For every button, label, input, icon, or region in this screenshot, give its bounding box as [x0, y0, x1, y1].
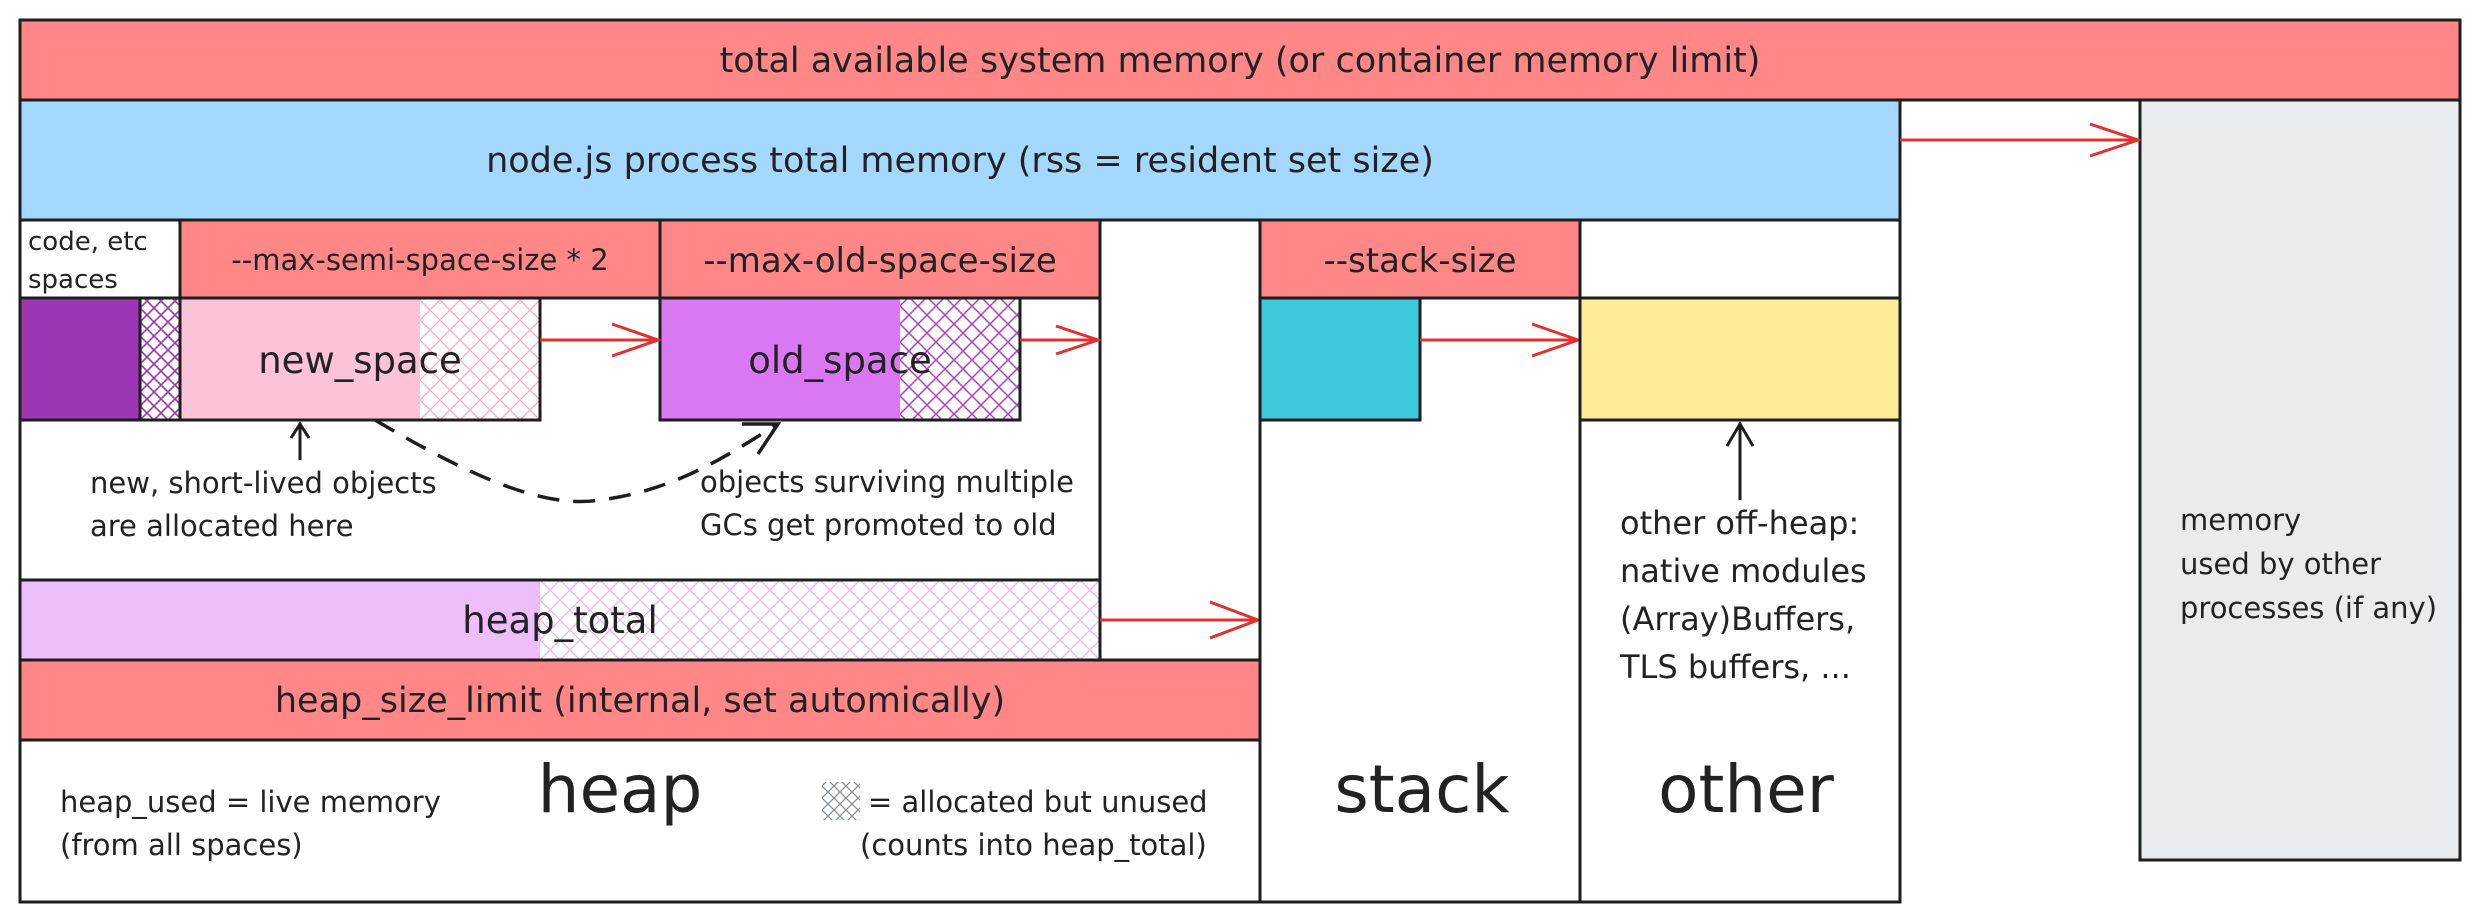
max-semi-space-header	[178, 218, 662, 300]
other-processes-label-line3: processes (if any)	[2180, 591, 2437, 625]
off-heap-note-line1: other off-heap:	[1620, 504, 1859, 542]
old-space-label: old_space	[748, 339, 931, 382]
off-heap-pointer-arrow	[1725, 421, 1755, 500]
code-spaces-label-line1: code, etc	[28, 227, 148, 257]
heap-used-note-line2: (from all spaces)	[60, 828, 303, 862]
new-space-unused-block	[420, 298, 540, 420]
other-header-empty	[1578, 218, 1902, 300]
process-to-other-arrow	[1900, 122, 2143, 158]
new-objects-pointer-arrow	[289, 421, 311, 460]
new-space-arrow	[540, 322, 663, 358]
stack-size-header	[1258, 218, 1582, 300]
process-memory-bar	[18, 98, 1902, 222]
other-processes-block	[2138, 98, 2462, 862]
max-semi-space-label: --max-semi-space-size * 2	[231, 243, 608, 277]
old-space-arrow	[1020, 324, 1103, 356]
new-space-outline	[178, 296, 542, 422]
other-processes-label-line1: memory	[2180, 503, 2301, 537]
promotion-note-line1: objects surviving multiple	[700, 465, 1074, 499]
other-processes-label-line2: used by other	[2180, 547, 2381, 581]
system-memory-bar	[18, 18, 2462, 102]
heap-total-label: heap_total	[462, 599, 657, 642]
max-old-space-label: --max-old-space-size	[703, 241, 1057, 281]
system-memory-label: total available system memory (or contai…	[720, 41, 1761, 81]
stack-used-block	[1258, 296, 1422, 422]
old-space-outline	[658, 296, 1022, 422]
hatch-legend-line2: (counts into heap_total)	[860, 828, 1207, 862]
heap-summary-box	[18, 738, 1262, 904]
heap-size-limit-bar	[18, 658, 1262, 742]
heap-total-unused-block	[540, 580, 1100, 660]
stack-size-label: --stack-size	[1324, 241, 1517, 281]
other-used-block	[1578, 296, 1902, 422]
promotion-arrowhead	[742, 422, 782, 455]
process-memory-label: node.js process total memory (rss = resi…	[486, 141, 1434, 181]
heap-size-limit-label: heap_size_limit (internal, set automical…	[275, 681, 1005, 721]
off-heap-note-line4: TLS buffers, ...	[1619, 648, 1851, 686]
hatch-legend-line1: = allocated but unused	[868, 785, 1208, 819]
heap-total-arrow	[1100, 600, 1263, 640]
off-heap-note-line3: (Array)Buffers,	[1620, 600, 1855, 638]
promotion-note-line2: GCs get promoted to old	[700, 508, 1057, 542]
heap-total-used-block	[20, 580, 540, 660]
old-space-unused-block	[900, 298, 1020, 420]
stack-big-label: stack	[1334, 751, 1510, 828]
new-space-label: new_space	[258, 339, 462, 382]
hatch-legend-icon	[822, 782, 860, 820]
old-space-used-block	[660, 298, 900, 420]
heap-used-note-line1: heap_used = live memory	[60, 785, 441, 819]
new-space-used-block	[180, 298, 420, 420]
other-big-label: other	[1658, 751, 1835, 828]
code-space-used-block	[18, 296, 142, 422]
promotion-dashed-arrow	[374, 418, 779, 504]
new-objects-note-line1: new, short-lived objects	[90, 466, 437, 500]
code-spaces-label-line2: spaces	[28, 265, 118, 295]
off-heap-note-line2: native modules	[1620, 552, 1867, 590]
stack-arrow	[1420, 322, 1583, 358]
code-space-unused-block	[138, 296, 182, 422]
heap-big-label: heap	[538, 751, 703, 828]
new-objects-note-line2: are allocated here	[90, 509, 354, 543]
